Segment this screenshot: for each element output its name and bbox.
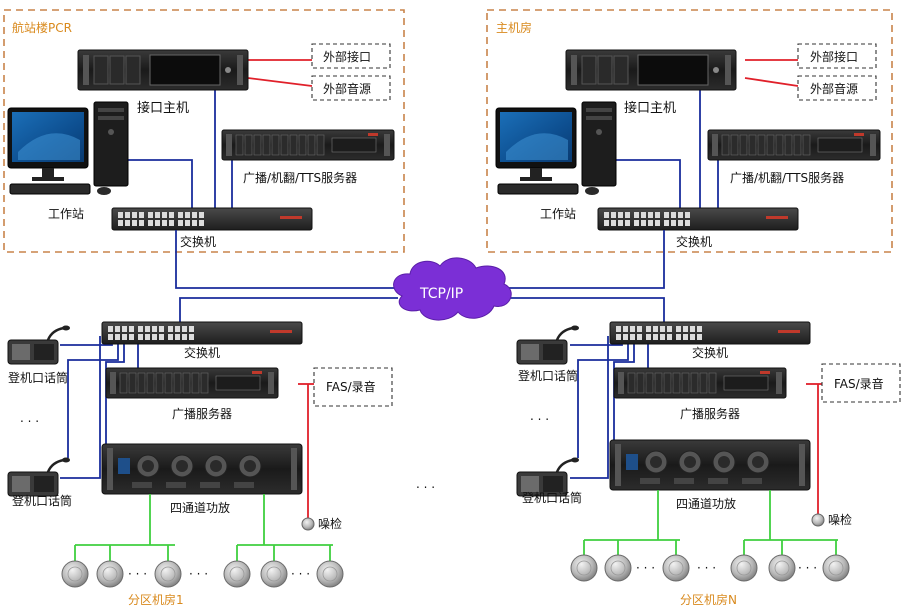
fas-box-left	[313, 367, 393, 407]
speaker-dots-mid-left: · · ·	[189, 567, 208, 581]
fas-label-left: FAS/录音	[326, 379, 376, 394]
interface-host-label-right: 接口主机	[624, 100, 676, 116]
ext-audio-label-right: 外部音源	[810, 81, 858, 96]
tts-server-right	[707, 129, 881, 161]
backbone-bottom-left	[179, 297, 398, 324]
gate-mic-label-bottom-right: 登机口话筒	[522, 490, 582, 505]
speaker-dots-1-right: · · ·	[636, 561, 655, 575]
gate-mic-top-right	[515, 324, 581, 366]
switch-label-bottom-left: 交换机	[184, 345, 220, 360]
zone-title-left: 航站楼PCR	[12, 20, 72, 35]
broadcast-server-label-bottom-left: 广播服务器	[172, 406, 232, 421]
amplifier-bottom-left	[101, 443, 303, 495]
speaker-dots-2-left: · · ·	[291, 567, 310, 581]
zone-label-1: 分区机房1	[128, 592, 184, 607]
ext-audio-box-left	[311, 75, 391, 101]
bottom-right-group: 交换机 登机口话筒 . . . 登机口话筒 广播服务器 FAS/录音 四通道功放…	[515, 321, 901, 607]
speaker-1-right	[570, 554, 598, 582]
network-backbone: TCP/IP	[175, 230, 665, 324]
link-mic3-switch-bl	[60, 336, 101, 479]
ext-audio-box-right	[797, 75, 877, 101]
mic-ellipsis-left: . . .	[20, 411, 39, 425]
speaker-3-right	[662, 554, 690, 582]
speaker-3-left	[154, 560, 182, 588]
backbone-top-right	[508, 230, 665, 289]
middle-ellipsis: . . .	[416, 477, 435, 491]
speaker-dots-2-right: · · ·	[798, 561, 817, 575]
blue-link-ws-switch-right	[616, 159, 681, 210]
ext-interface-box-right	[797, 43, 877, 69]
broadcast-server-bottom-left	[105, 367, 279, 399]
workstation-label-left: 工作站	[48, 207, 84, 221]
switch-label-top-right: 交换机	[676, 234, 712, 249]
red-link-ext-audio-right	[744, 77, 799, 87]
backbone-top-left	[175, 230, 400, 289]
speaker-4-right	[730, 554, 758, 582]
speaker-6-right	[822, 554, 850, 582]
gate-mic-label-top-right: 登机口话筒	[518, 368, 578, 383]
speaker-2-right	[604, 554, 632, 582]
bottom-left-group: 交换机 登机口话筒 . . . 登机口话筒 广播服务器 FAS/录音 四通道功放…	[6, 321, 393, 607]
backbone-bottom-right	[510, 297, 665, 324]
top-left-group: 接口主机 外部接口 外部音源 工作站 广播/机翻/TTS服务器 交换机	[7, 43, 395, 249]
noise-detector-right	[811, 513, 825, 527]
amplifier-bottom-right	[609, 439, 811, 491]
link-mic2-switch-bl	[67, 336, 119, 458]
speaker-5-right	[768, 554, 796, 582]
broadcast-server-label-bottom-right: 广播服务器	[680, 406, 740, 421]
red-link-ext-audio-left	[247, 77, 313, 87]
ext-audio-label-left: 外部音源	[323, 81, 371, 96]
switch-bottom-left	[101, 321, 303, 345]
speaker-6-left	[316, 560, 344, 588]
amplifier-label-bottom-left: 四通道功放	[170, 500, 230, 515]
switch-bottom-right	[609, 321, 811, 345]
speaker-dots-mid-right: · · ·	[697, 561, 716, 575]
tcpip-label: TCP/IP	[419, 286, 463, 302]
switch-top-left	[111, 207, 313, 231]
speaker-1-left	[61, 560, 89, 588]
speaker-4-left	[223, 560, 251, 588]
tts-server-label-left: 广播/机翻/TTS服务器	[243, 170, 357, 185]
gate-mic-bottom-left	[6, 456, 72, 498]
fas-box-right	[821, 363, 901, 403]
tcpip-cloud	[393, 257, 512, 321]
ext-interface-label-right: 外部接口	[810, 49, 858, 64]
gate-mic-label-bottom-left: 登机口话筒	[12, 493, 72, 508]
noise-detector-left	[301, 517, 315, 531]
link-mic2-switch-br	[577, 336, 629, 458]
workstation-label-right: 工作站	[540, 207, 576, 221]
interface-host-right	[565, 49, 737, 91]
speaker-dots-1-left: · · ·	[128, 567, 147, 581]
blue-link-ws-switch-left	[128, 159, 193, 210]
switch-label-bottom-right: 交换机	[692, 345, 728, 360]
gate-mic-label-top-left: 登机口话筒	[8, 370, 68, 385]
zone-border-left	[3, 9, 405, 253]
fas-label-right: FAS/录音	[834, 376, 884, 391]
amplifier-label-bottom-right: 四通道功放	[676, 496, 736, 511]
top-right-group: 接口主机 外部接口 外部音源 工作站 广播/机翻/TTS服务器 交换机	[495, 43, 881, 249]
workstation-left	[7, 101, 129, 196]
speaker-2-left	[96, 560, 124, 588]
broadcast-server-bottom-right	[613, 367, 787, 399]
interface-host-label-left: 接口主机	[137, 100, 189, 116]
noise-detector-label-right: 噪检	[828, 512, 852, 527]
switch-top-right	[597, 207, 799, 231]
speaker-5-left	[260, 560, 288, 588]
tts-server-left	[221, 129, 395, 161]
interface-host-left	[77, 49, 249, 91]
ext-interface-box-left	[311, 43, 391, 69]
link-mic3-switch-br	[570, 336, 609, 479]
tts-server-label-right: 广播/机翻/TTS服务器	[730, 170, 844, 185]
noise-detector-label-left: 噪检	[318, 516, 342, 531]
zone-label-n: 分区机房N	[680, 592, 737, 607]
workstation-right	[495, 101, 617, 196]
ext-interface-label-left: 外部接口	[323, 49, 371, 64]
mic-ellipsis-right: . . .	[530, 409, 549, 423]
zone-title-right: 主机房	[496, 20, 532, 35]
switch-label-top-left: 交换机	[180, 234, 216, 249]
